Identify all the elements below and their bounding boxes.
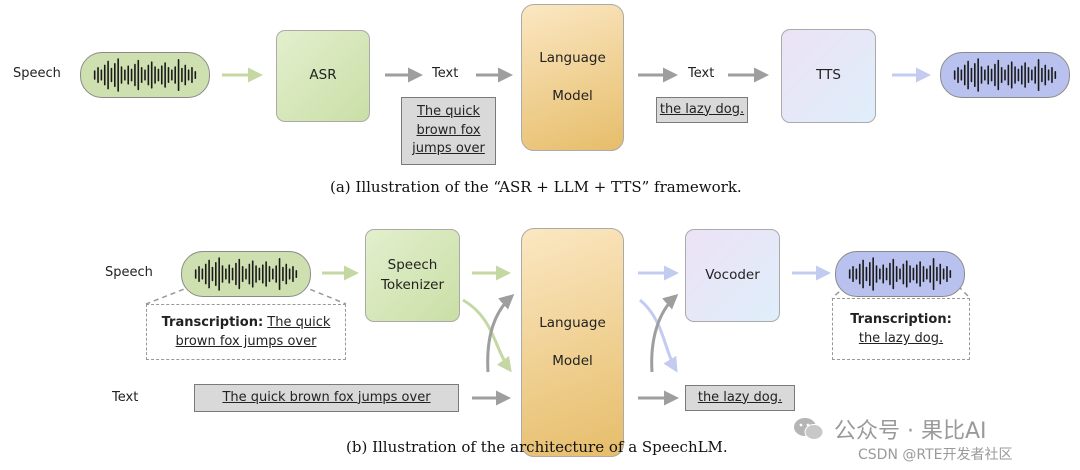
watermark-line1: 公众号 · 果比AI — [834, 419, 987, 444]
text-line: The quick — [416, 103, 481, 119]
wechat-logo-icon — [793, 416, 825, 442]
text-box-lazy-dog-a: the lazy dog. — [656, 97, 748, 123]
waveform-icon — [93, 58, 197, 92]
transcription-callout-output: Transcription: the lazy dog. — [832, 298, 970, 360]
tts-label: TTS — [816, 67, 841, 84]
vocoder-box: Vocoder — [685, 229, 780, 322]
speech-waveform-input-a — [80, 52, 210, 98]
waveform-icon — [194, 257, 298, 291]
text-line: brown fox — [416, 122, 481, 138]
lm-label-line1: Language — [539, 314, 606, 331]
tokenizer-label-line2: Tokenizer — [380, 276, 445, 293]
waveform-icon — [848, 257, 952, 291]
asr-box: ASR — [276, 30, 370, 122]
transcription-callout-input: Transcription: The quick brown fox jumps… — [146, 304, 346, 360]
transcription-line2: brown fox jumps over — [175, 334, 317, 349]
tokenizer-label-line1: Speech — [387, 256, 438, 273]
transcription-text: The quick — [267, 314, 331, 330]
callout-left-line-2 — [301, 285, 347, 305]
text-output-box-b: the lazy dog. — [685, 385, 795, 411]
text-line: jumps over — [412, 141, 485, 157]
lm-label-line2: Model — [552, 352, 593, 369]
text-line: The quick brown fox jumps over — [222, 389, 431, 405]
waveform-icon — [953, 58, 1057, 92]
transcription-line1: Transcription: The quick — [162, 313, 331, 333]
language-model-box-a: Language Model — [521, 4, 624, 151]
speech-label-a: Speech — [13, 66, 61, 81]
text-label-a2: Text — [688, 66, 715, 81]
text-box-quick-brown-fox: The quick brown fox jumps over — [401, 97, 496, 165]
speech-tokenizer-box: Speech Tokenizer — [365, 229, 460, 322]
caption-b: (b) Illustration of the architecture of … — [346, 438, 728, 456]
transcription-label: Transcription: — [161, 314, 264, 330]
text-label-a1: Text — [432, 66, 459, 81]
text-input-box-b: The quick brown fox jumps over — [194, 384, 459, 412]
lm-label-line1: Language — [539, 49, 606, 66]
caption-a: (a) Illustration of the “ASR + LLM + TTS… — [330, 178, 742, 196]
vocoder-label: Vocoder — [705, 266, 760, 283]
text-line: the lazy dog. — [697, 389, 783, 405]
curve-lm-to-text-out — [639, 298, 678, 373]
tts-box: TTS — [781, 29, 876, 123]
language-model-box-b: Language Model — [521, 228, 624, 457]
speech-label-b: Speech — [105, 265, 153, 280]
watermark-line2: CSDN @RTE开发者社区 — [858, 447, 1013, 463]
speech-waveform-output-a — [940, 52, 1070, 98]
curve-text-to-lm-upper — [486, 294, 515, 373]
transcription-out-label: Transcription: — [850, 311, 952, 327]
text-label-b: Text — [112, 390, 139, 405]
transcription-out-text: the lazy dog. — [858, 331, 944, 346]
speech-waveform-input-b — [181, 251, 311, 297]
lm-label-line2: Model — [552, 87, 593, 104]
text-line: the lazy dog. — [659, 101, 745, 117]
asr-label: ASR — [309, 67, 337, 84]
speech-waveform-output-b — [835, 251, 965, 297]
curve-lm-to-vocoder — [650, 294, 679, 373]
